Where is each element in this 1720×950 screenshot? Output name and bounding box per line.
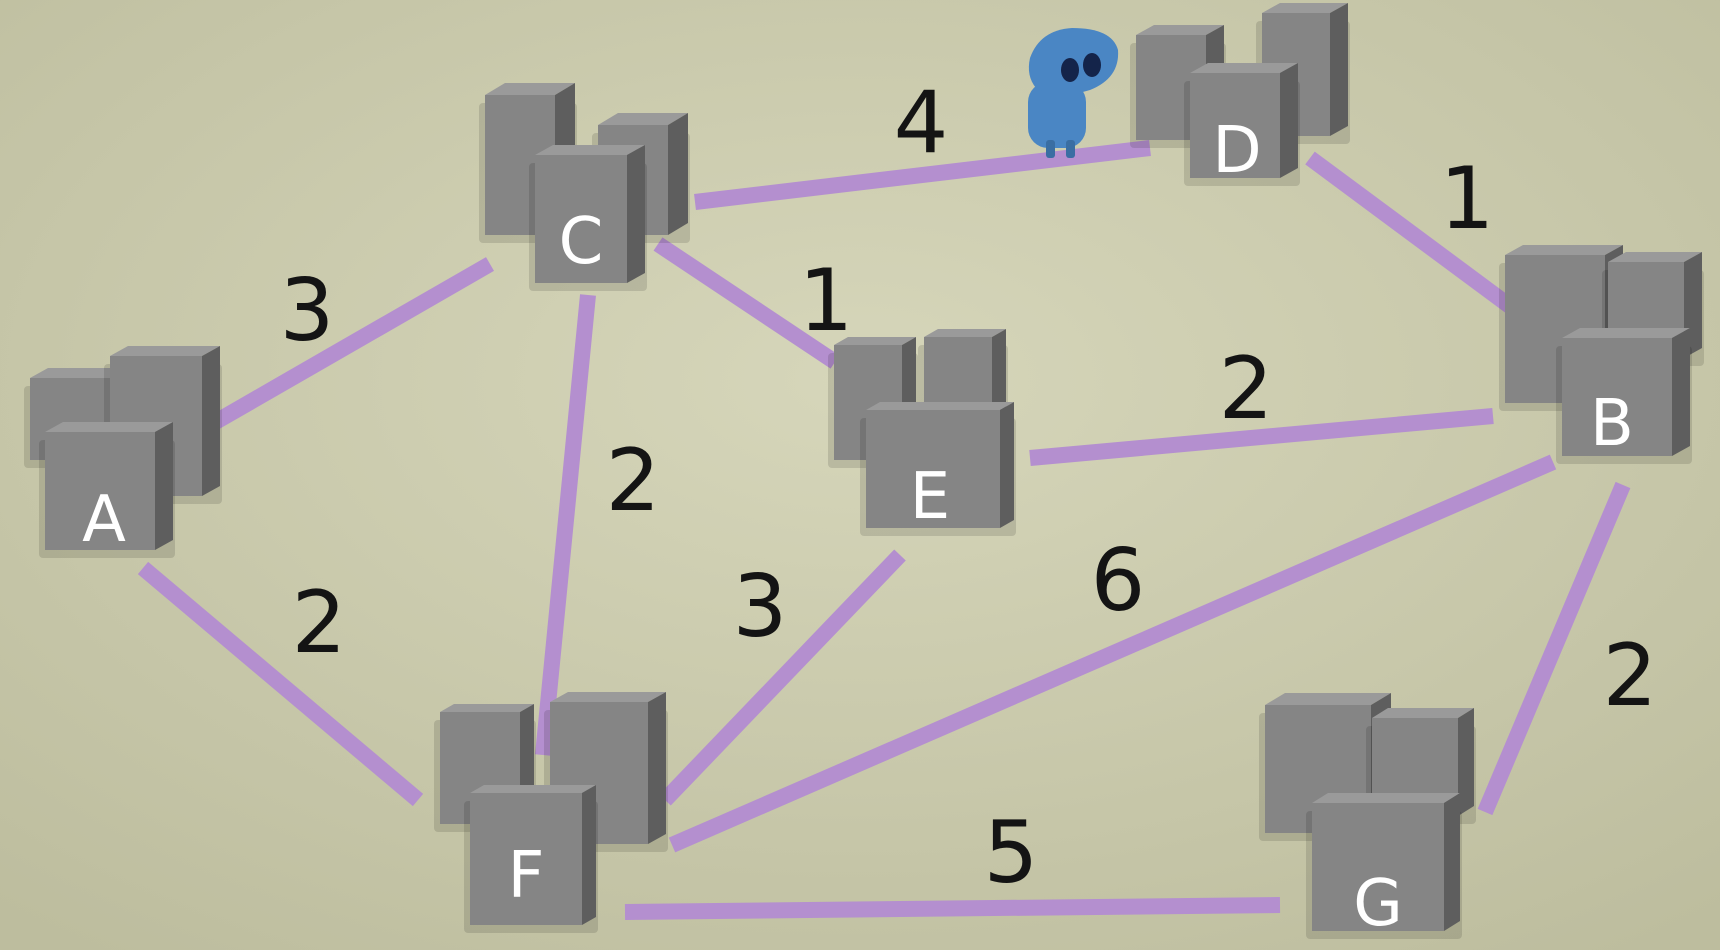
edge-e-b bbox=[1029, 408, 1494, 466]
node-e-box bbox=[860, 402, 1016, 536]
edge-weight-b-g: 2 bbox=[1603, 626, 1658, 726]
node-g: G bbox=[1259, 693, 1476, 941]
edge-f-g bbox=[624, 897, 1281, 920]
edge-weight-f-g: 5 bbox=[984, 803, 1039, 903]
edge-weight-d-b: 1 bbox=[1440, 149, 1495, 249]
node-b: B bbox=[1499, 245, 1704, 464]
edge-weight-e-f: 3 bbox=[733, 557, 788, 657]
node-d-box bbox=[1184, 63, 1300, 186]
robot-icon bbox=[1028, 28, 1119, 158]
edge-weight-c-e: 1 bbox=[799, 251, 854, 351]
edge-a-f bbox=[137, 561, 424, 807]
node-label-f: F bbox=[508, 839, 545, 913]
edge-d-b bbox=[1305, 151, 1520, 317]
node-c: C bbox=[479, 83, 690, 291]
node-label-a: A bbox=[82, 483, 126, 557]
edge-c-a bbox=[201, 257, 494, 435]
edge-e-f bbox=[659, 549, 906, 806]
node-c-box bbox=[529, 145, 647, 291]
edge-f-b bbox=[668, 454, 1557, 853]
node-b-box bbox=[1556, 328, 1692, 464]
edge-weight-c-a: 3 bbox=[280, 261, 335, 361]
node-e: E bbox=[828, 329, 1016, 536]
edge-weight-f-b: 6 bbox=[1091, 531, 1146, 631]
edge-weight-e-b: 2 bbox=[1219, 339, 1274, 439]
node-f-box bbox=[464, 785, 598, 933]
node-label-e: E bbox=[910, 460, 950, 534]
node-label-g: G bbox=[1353, 867, 1403, 941]
edge-b-g bbox=[1477, 481, 1631, 816]
edge-c-e bbox=[653, 237, 840, 369]
edge-weights: 4 1 3 1 2 2 2 3 6 2 5 bbox=[280, 73, 1658, 903]
node-label-d: D bbox=[1212, 114, 1261, 188]
edge-weight-a-f: 2 bbox=[292, 573, 347, 673]
edges bbox=[137, 140, 1631, 920]
edge-c-f bbox=[535, 294, 596, 756]
node-g-box bbox=[1306, 793, 1462, 939]
edge-weight-c-d: 4 bbox=[894, 73, 949, 173]
node-a: A bbox=[24, 346, 222, 558]
node-label-c: C bbox=[559, 205, 604, 279]
node-a-box bbox=[39, 422, 175, 558]
node-d: D bbox=[1130, 3, 1350, 188]
node-label-b: B bbox=[1590, 387, 1634, 461]
node-f: F bbox=[434, 692, 668, 933]
edge-weight-c-f: 2 bbox=[606, 431, 661, 531]
